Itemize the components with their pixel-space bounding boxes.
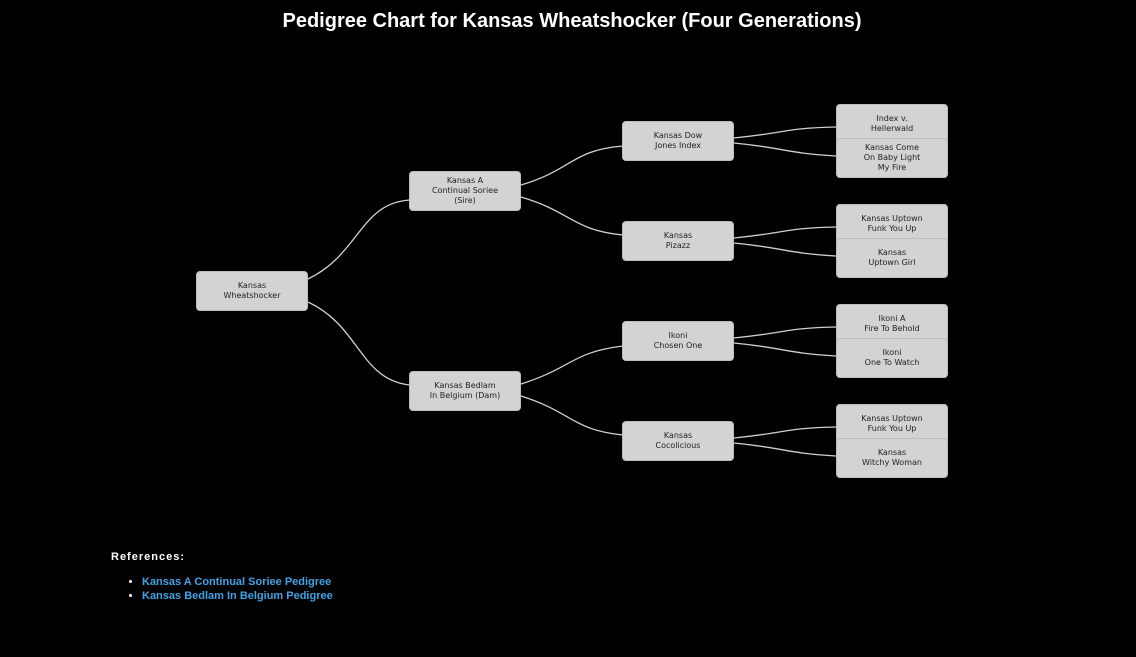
node-sire-sire[interactable]: Kansas Dow Jones Index (622, 121, 734, 161)
reference-item: Kansas Bedlam In Belgium Pedigree (142, 589, 333, 603)
node-ggp-7[interactable]: Kansas Witchy Woman (836, 438, 948, 478)
node-dam-sire[interactable]: Ikoni Chosen One (622, 321, 734, 361)
link-sire-sire (520, 145, 624, 186)
link-sire-dam (520, 196, 624, 236)
link-ggp-1 (733, 142, 837, 157)
node-ggp-2[interactable]: Kansas Uptown Funk You Up (836, 204, 948, 244)
reference-link-sire-pedigree[interactable]: Kansas A Continual Soriee Pedigree (142, 576, 332, 588)
link-dam-dam (520, 395, 624, 436)
link-ggp-4 (733, 326, 837, 339)
node-subject[interactable]: Kansas Wheatshocker (196, 271, 308, 311)
node-ggp-0[interactable]: Index v. Hellerwald (836, 104, 948, 144)
node-ggp-4[interactable]: Ikoni A Fire To Behold (836, 304, 948, 344)
page-title: Pedigree Chart for Kansas Wheatshocker (… (282, 10, 862, 32)
reference-item: Kansas A Continual Soriee Pedigree (142, 575, 333, 589)
node-sire-dam[interactable]: Kansas Pizazz (622, 221, 734, 261)
node-dam-dam[interactable]: Kansas Cocolicious (622, 421, 734, 461)
link-ggp-7 (733, 442, 837, 457)
link-subject-sire (307, 199, 411, 280)
references-title: References: (111, 551, 185, 563)
node-ggp-3[interactable]: Kansas Uptown Girl (836, 238, 948, 278)
link-ggp-3 (733, 242, 837, 257)
node-ggp-6[interactable]: Kansas Uptown Funk You Up (836, 404, 948, 444)
reference-link-dam-pedigree[interactable]: Kansas Bedlam In Belgium Pedigree (142, 590, 333, 602)
node-ggp-1[interactable]: Kansas Come On Baby Light My Fire (836, 138, 948, 178)
references-section: References: Kansas A Continual Soriee Pe… (111, 551, 333, 603)
node-ggp-5[interactable]: Ikoni One To Watch (836, 338, 948, 378)
references-list: Kansas A Continual Soriee Pedigree Kansa… (111, 575, 333, 603)
link-dam-sire (520, 345, 624, 385)
link-ggp-2 (733, 226, 837, 239)
link-ggp-0 (733, 126, 837, 139)
link-ggp-5 (733, 342, 837, 357)
link-subject-dam (307, 301, 411, 386)
node-dam[interactable]: Kansas Bedlam In Belgium (Dam) (409, 371, 521, 411)
node-sire[interactable]: Kansas A Continual Soriee (Sire) (409, 171, 521, 211)
link-ggp-6 (733, 426, 837, 439)
